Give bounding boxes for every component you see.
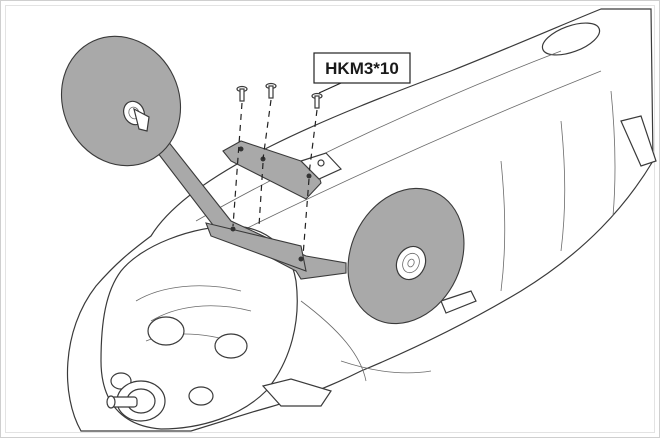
callout-leader [318, 82, 342, 94]
callout-box [313, 52, 411, 84]
screw-3 [311, 92, 323, 109]
mount-hole [317, 159, 325, 167]
callout: HKM3*10 [313, 52, 411, 94]
assembly-guides [232, 99, 318, 257]
screw-2 [265, 82, 277, 99]
left-wheel [60, 35, 182, 167]
propeller-hub [106, 380, 166, 422]
plate-hole-1 [238, 146, 244, 152]
callout-label: HKM3*10 [325, 59, 399, 78]
right-wheel [347, 187, 465, 325]
strut-hole-left [230, 226, 236, 232]
plate-hole-3 [306, 173, 312, 179]
screw-1 [236, 85, 248, 102]
lower-fairing [261, 360, 432, 407]
strut-hole-right [298, 256, 304, 262]
